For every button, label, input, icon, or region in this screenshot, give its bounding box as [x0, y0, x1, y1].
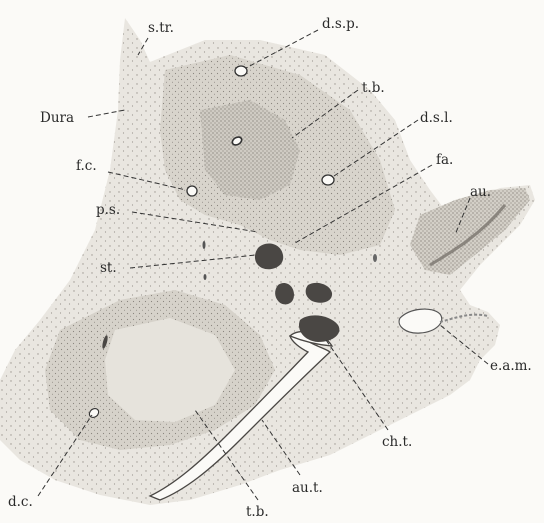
small-dark-streak-2 — [203, 241, 206, 249]
label-t-b-bottom: t.b. — [246, 504, 269, 520]
label-ch-t: ch.t. — [382, 434, 412, 450]
label-fa: fa. — [436, 152, 453, 168]
facial-canal-vessel — [187, 186, 197, 196]
small-dark-streak-4 — [373, 254, 377, 262]
small-dark-streak-3 — [204, 274, 207, 280]
label-f-c: f.c. — [76, 158, 97, 174]
lateral-sinus-vessel — [322, 175, 334, 185]
stapes-dark — [255, 244, 283, 270]
label-st: st. — [100, 260, 117, 276]
label-au-t: au.t. — [292, 480, 323, 496]
label-s-tr: s.tr. — [148, 20, 174, 36]
label-e-a-m: e.a.m. — [490, 358, 532, 374]
label-dura: Dura — [40, 110, 74, 126]
label-d-s-l: d.s.l. — [420, 110, 453, 126]
label-d-s-p: d.s.p. — [322, 16, 359, 32]
dorsal-sinus-petrosal-vessel — [235, 66, 247, 76]
label-p-s: p.s. — [96, 202, 120, 218]
label-au: au. — [470, 184, 491, 200]
label-t-b-top: t.b. — [362, 80, 385, 96]
label-d-c: d.c. — [8, 494, 33, 510]
